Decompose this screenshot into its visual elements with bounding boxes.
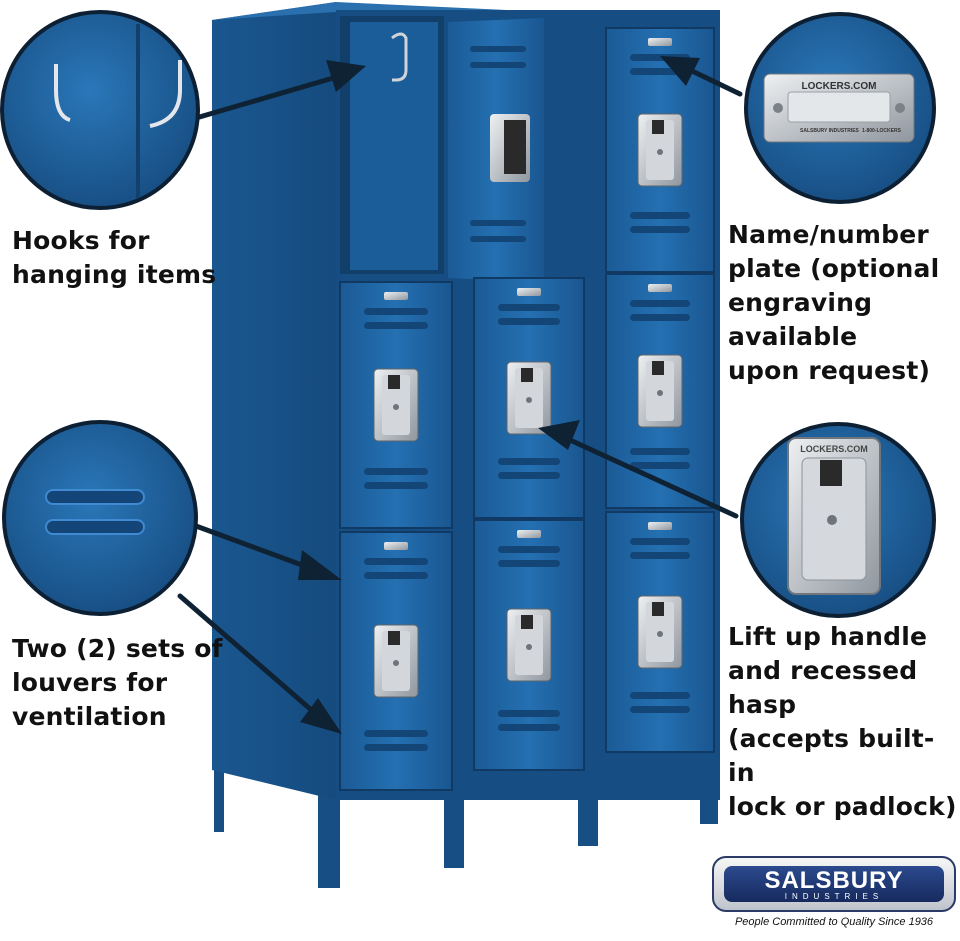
louver xyxy=(364,730,428,737)
louver xyxy=(364,558,428,565)
locker-door xyxy=(605,27,715,273)
louver xyxy=(630,448,690,455)
logo-name: SALSBURY xyxy=(764,867,904,894)
louver xyxy=(630,314,690,321)
locker-side-panel xyxy=(212,2,336,800)
number-plate xyxy=(648,38,672,46)
louver xyxy=(498,472,560,479)
louver xyxy=(364,468,428,475)
logo-sub: INDUSTRIES xyxy=(784,892,884,901)
louver xyxy=(630,552,690,559)
name-plate-icon: LOCKERS.COM SALSBURY INDUSTRIES 1-800-LO… xyxy=(763,73,915,143)
louver xyxy=(364,744,428,751)
open-compartment xyxy=(340,16,444,274)
number-plate xyxy=(648,284,672,292)
callout-hooks: Hooks for hanging items xyxy=(12,226,217,289)
louver xyxy=(630,300,690,307)
number-plate xyxy=(384,542,408,550)
hooks-detail-circle xyxy=(0,10,200,210)
louver-icon xyxy=(45,489,145,535)
handle-detail-circle: LOCKERS.COM xyxy=(740,422,936,618)
louver xyxy=(364,572,428,579)
louver xyxy=(498,710,560,717)
louver xyxy=(630,212,690,219)
locker-door xyxy=(473,277,585,519)
nameplate-detail-circle: LOCKERS.COM SALSBURY INDUSTRIES 1-800-LO… xyxy=(744,12,936,204)
louver xyxy=(364,322,428,329)
locker-door xyxy=(605,511,715,753)
louver xyxy=(630,538,690,545)
number-plate xyxy=(384,292,408,300)
callout-louvers: Two (2) sets of louvers for ventilation xyxy=(12,634,223,731)
callout-arrows xyxy=(177,56,743,734)
louver xyxy=(364,482,428,489)
louver xyxy=(498,458,560,465)
number-plate xyxy=(517,288,541,296)
handle-brand: LOCKERS.COM xyxy=(800,444,868,454)
louver xyxy=(498,546,560,553)
louver xyxy=(498,560,560,567)
plate-brand: LOCKERS.COM xyxy=(802,81,877,92)
callout-handle: Lift up handle and recessed hasp (accept… xyxy=(728,622,957,821)
callout-nameplate: Name/number plate (optional engraving av… xyxy=(728,220,940,385)
locker-door xyxy=(473,519,585,771)
plate-phone: 1-800-LOCKERS xyxy=(862,128,902,134)
coat-hook-icon xyxy=(54,60,182,128)
number-plate xyxy=(517,530,541,538)
louver xyxy=(364,308,428,315)
louver xyxy=(630,462,690,469)
louver xyxy=(630,706,690,713)
open-door xyxy=(448,18,544,282)
louver xyxy=(630,692,690,699)
handle-hasp-icon: LOCKERS.COM xyxy=(787,437,881,595)
locker-door xyxy=(339,531,453,791)
logo-tagline: People Committed to Quality Since 1936 xyxy=(734,916,934,928)
plate-maker: SALSBURY INDUSTRIES xyxy=(800,128,860,134)
louver xyxy=(498,304,560,311)
louver xyxy=(498,318,560,325)
number-plate xyxy=(648,522,672,530)
louver xyxy=(630,226,690,233)
locker-door xyxy=(339,281,453,529)
louver xyxy=(498,724,560,731)
louvers-detail-circle xyxy=(2,420,198,616)
salsbury-logo: SALSBURY INDUSTRIES xyxy=(712,856,956,912)
locker-door xyxy=(605,273,715,509)
